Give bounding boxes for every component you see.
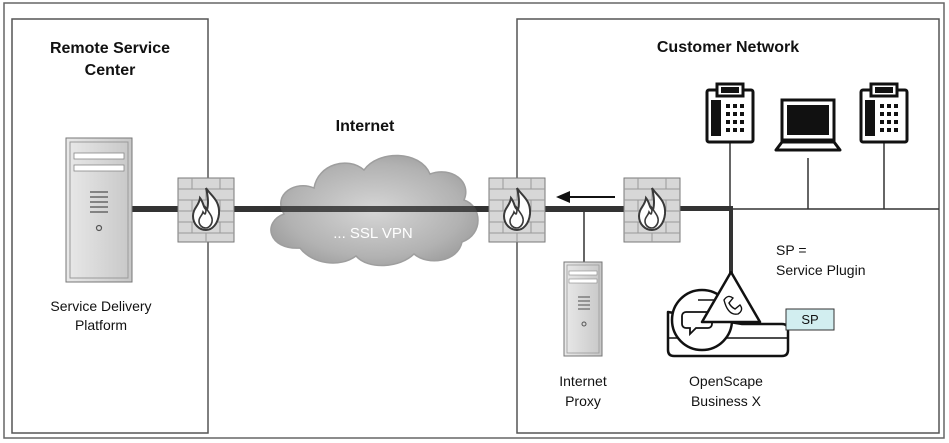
firewall-icon: [488, 177, 546, 243]
server-icon: [65, 137, 133, 283]
phone-icon: [705, 82, 755, 144]
sp-note-line1: SP =: [776, 242, 807, 258]
server-label-line1: Service Delivery: [50, 298, 151, 314]
laptop-icon: [774, 98, 842, 152]
proxy-server-icon: [563, 261, 603, 357]
customer-network-box: [516, 18, 940, 434]
openscape-label-line2: Business X: [691, 393, 762, 409]
tunnel-line: [264, 206, 482, 212]
firewall-icon: [177, 177, 235, 243]
arrow-left-icon: [556, 191, 615, 203]
remote-title-line2: Center: [85, 62, 136, 79]
internet-title: Internet: [336, 118, 395, 135]
firewall-icon: [623, 177, 681, 243]
link-to-lan: [660, 206, 731, 211]
link-to-openscape: [729, 206, 733, 282]
proxy-label-line2: Proxy: [565, 393, 601, 409]
remote-title-line1: Remote Service: [50, 40, 170, 57]
server-label-line2: Platform: [75, 317, 127, 333]
sp-note-line2: Service Plugin: [776, 262, 866, 278]
proxy-label-line1: Internet: [559, 373, 607, 389]
openscape-label-line1: OpenScape: [689, 373, 763, 389]
vpn-label: ... SSL VPN: [333, 225, 412, 242]
phone-icon: [859, 82, 909, 144]
customer-title: Customer Network: [657, 39, 799, 56]
openscape-device-icon: [666, 270, 790, 358]
sp-box: [785, 308, 835, 331]
sp-box-label: SP: [801, 312, 818, 327]
